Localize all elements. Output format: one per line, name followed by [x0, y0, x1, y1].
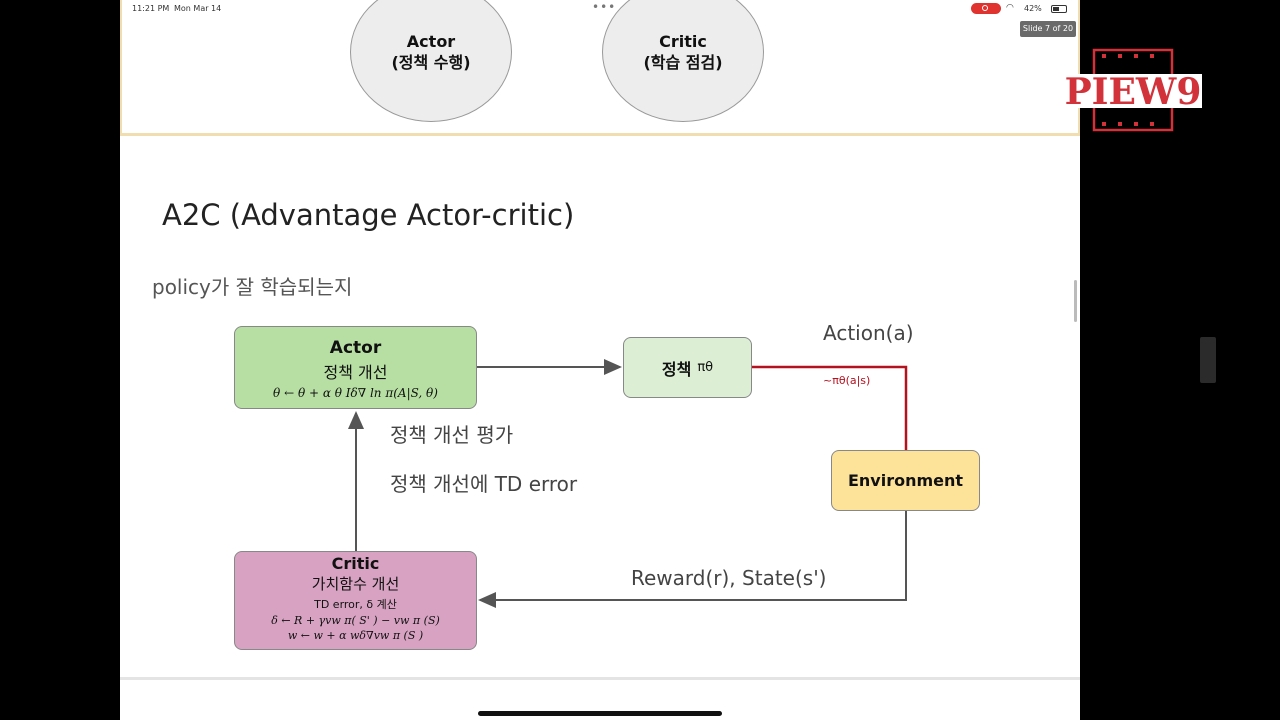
td-error-label: 정책 개선에 TD error [390, 472, 578, 496]
previous-slide: Actor (정책 수행) Critic (학습 점검) [120, 0, 1080, 136]
status-time: 11:21 PM [132, 4, 170, 13]
actor-box-title: Actor [329, 338, 382, 358]
actor-ellipse-subtitle: (정책 수행) [391, 53, 471, 72]
home-indicator[interactable] [478, 711, 722, 716]
policy-symbol: πθ [697, 360, 714, 375]
critic-weight-formula: w ← w + α wδ∇vw π (S ) [287, 629, 424, 642]
reward-state-label: Reward(r), State(s') [631, 566, 827, 590]
diagram-arrows [348, 359, 908, 608]
critic-box: Critic 가치함수 개선 TD error, δ 계산 δ ← R + γv… [234, 551, 477, 650]
critic-box-desc: 가치함수 개선 [311, 575, 400, 593]
actor-ellipse-title: Actor [406, 32, 456, 51]
slide-subtitle: policy가 잘 학습되는지 [152, 275, 353, 299]
policy-box-label: 정책 [661, 359, 692, 379]
critic-td-error-label: TD error, δ 계산 [314, 598, 397, 611]
slide-counter-badge: Slide 7 of 20 [1020, 21, 1076, 37]
action-label: Action(a) [823, 321, 914, 345]
action-line [752, 365, 908, 450]
critic-ellipse-subtitle: (학습 점검) [643, 53, 723, 72]
piew9-logo: PIEW9 [1064, 48, 1202, 132]
screen-record-icon[interactable] [971, 3, 1001, 14]
battery-percent: 42% [1024, 4, 1042, 13]
slide: A2C (Advantage Actor-critic) policy가 잘 학… [120, 138, 1080, 683]
status-date: Mon Mar 14 [174, 4, 222, 13]
action-distribution-label: ~πθ(a|s) [823, 374, 871, 387]
slide-divider [120, 677, 1080, 680]
actor-ellipse: Actor (정책 수행) [350, 0, 512, 122]
policy-eval-label: 정책 개선 평가 [390, 423, 514, 447]
critic-td-formula: δ ← R + γvw π( S' ) − vw π (S) [271, 614, 440, 627]
actor-box: Actor 정책 개선 θ ← θ + α θ Iδ∇ ln π(A|S, θ) [234, 326, 477, 409]
policy-box: 정책 πθ [623, 337, 752, 398]
critic-ellipse: Critic (학습 점검) [602, 0, 764, 122]
environment-label: Environment [847, 471, 964, 490]
battery-icon [1051, 5, 1067, 13]
multitask-dots-icon[interactable]: ••• [592, 0, 617, 14]
actor-box-desc: 정책 개선 [323, 363, 388, 382]
side-handle[interactable] [1200, 337, 1216, 383]
logo-text: PIEW9 [1065, 71, 1202, 113]
slide-title: A2C (Advantage Actor-critic) [162, 198, 575, 232]
actor-update-formula: θ ← θ + α θ Iδ∇ ln π(A|S, θ) [273, 386, 438, 400]
ipad-screen: Actor (정책 수행) Critic (학습 점검) 11:21 PM Mo… [120, 0, 1080, 720]
critic-box-title: Critic [331, 554, 380, 573]
scrollbar[interactable] [1074, 280, 1077, 322]
critic-ellipse-title: Critic [659, 32, 707, 51]
environment-box: Environment [831, 450, 980, 511]
wifi-icon: ◠ [1006, 3, 1014, 13]
reward-state-arrow [478, 511, 907, 608]
